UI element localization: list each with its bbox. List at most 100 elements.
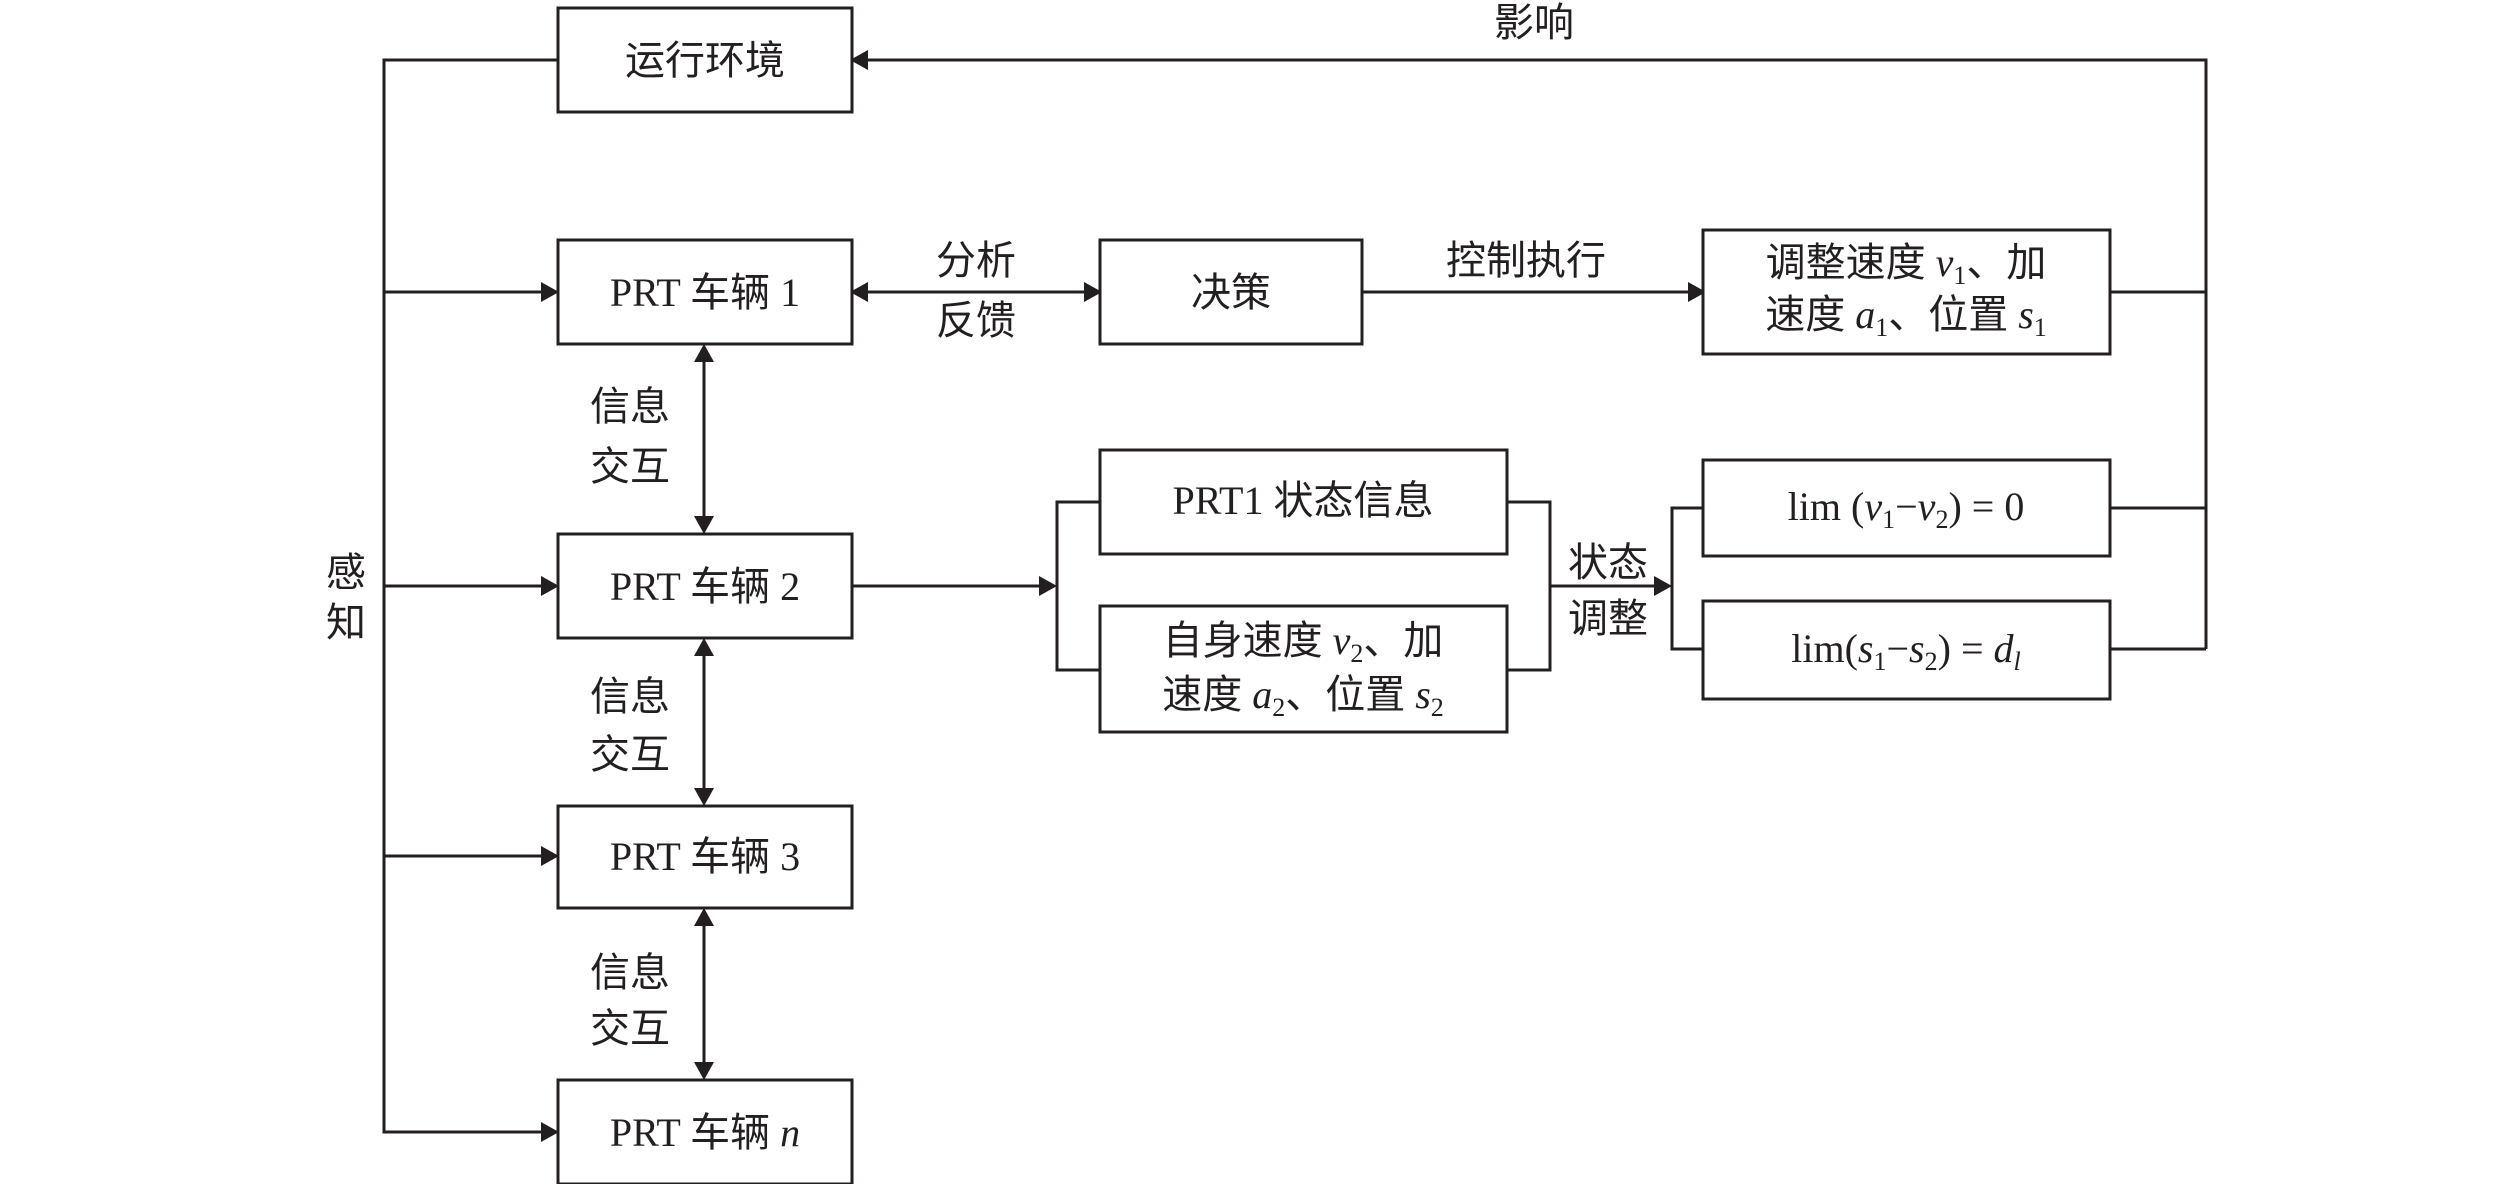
perception-bus bbox=[382, 58, 558, 1134]
edge-labels: 影响 感 知 分析 反馈 控制执行 信息 交互 信息 交互 信息 交互 状态 调… bbox=[326, 0, 1648, 1051]
environment-label: 运行环境 bbox=[625, 38, 785, 83]
self-state-line-1: 自身速度 v2、加 bbox=[1163, 618, 1444, 668]
lim-v-var2: v bbox=[1918, 484, 1936, 529]
lim-v-box bbox=[1701, 458, 2112, 558]
adjust-l1-var: v bbox=[1936, 240, 1954, 285]
lim-s-sub1: 1 bbox=[1873, 647, 1886, 676]
arrow-down-vehicle-2 bbox=[694, 516, 714, 534]
lim-s-var2: s bbox=[1909, 626, 1925, 671]
adjust-l1-suffix: 、加 bbox=[1966, 240, 2046, 285]
lim-s-sub2: 2 bbox=[1925, 647, 1938, 676]
vehicle-1-box bbox=[556, 238, 854, 346]
vehicle-n-label: PRT 车辆 n bbox=[610, 1110, 800, 1155]
state-adjust-label-bottom: 调整 bbox=[1568, 596, 1648, 641]
analysis-label-bottom: 反馈 bbox=[936, 298, 1016, 343]
arrow-down-vehicle-n bbox=[694, 1062, 714, 1080]
adjust-left-bracket bbox=[1670, 506, 1703, 651]
arrow-into-adjust-bracket bbox=[1654, 576, 1672, 596]
vehicle-n-box bbox=[556, 1078, 854, 1184]
lim-v-prefix: lim ( bbox=[1788, 484, 1865, 529]
adjust-box bbox=[1701, 228, 2112, 356]
arrow-up-vehicle-1 bbox=[694, 344, 714, 362]
adjust-l2-sub-a: 1 bbox=[1875, 313, 1888, 342]
state-left-bracket bbox=[1055, 500, 1100, 672]
info-exchange-1-bottom: 交互 bbox=[590, 444, 670, 489]
box-labels: 运行环境 PRT 车辆 1 PRT 车辆 2 PRT 车辆 3 PRT 车辆 n… bbox=[610, 38, 2047, 1155]
arrowheads bbox=[541, 50, 1706, 1142]
arrow-up-vehicle-3 bbox=[694, 908, 714, 926]
self-l1-sub: 2 bbox=[1350, 639, 1363, 668]
arrow-into-vehicle-2 bbox=[541, 576, 559, 596]
lim-s-eq: ) = bbox=[1938, 626, 1994, 671]
vehicle-n-prefix: PRT 车辆 bbox=[610, 1110, 780, 1155]
adjust-l1-sub: 1 bbox=[1953, 261, 1966, 290]
state-adjust-label-top: 状态 bbox=[1568, 540, 1648, 585]
analysis-label-top: 分析 bbox=[936, 238, 1016, 283]
self-l2-prefix: 速度 bbox=[1162, 672, 1252, 717]
lim-v-label: lim (v1−v2) = 0 bbox=[1788, 484, 2025, 534]
info-exchange-3-top: 信息 bbox=[590, 950, 670, 995]
lim-s-prefix: lim( bbox=[1791, 626, 1858, 671]
arrow-into-state-bracket bbox=[1039, 576, 1057, 596]
vehicle-2-label: PRT 车辆 2 bbox=[610, 564, 800, 609]
prt1-state-box bbox=[1098, 448, 1509, 556]
influence-bus bbox=[868, 58, 2208, 651]
lim-s-label: lim(s1−s2) = dl bbox=[1791, 626, 2021, 676]
decision-label: 决策 bbox=[1191, 270, 1271, 315]
self-state-box bbox=[1098, 604, 1509, 734]
adjust-l2-var-a: a bbox=[1855, 292, 1875, 337]
adjust-line-1: 调整速度 v1、加 bbox=[1766, 240, 2047, 290]
adjust-l2-mid: 、位置 bbox=[1888, 292, 2018, 337]
influence-label: 影响 bbox=[1494, 0, 1574, 45]
self-l2-mid: 、位置 bbox=[1285, 672, 1415, 717]
arrow-down-vehicle-3 bbox=[694, 788, 714, 806]
arrow-into-vehicle-3 bbox=[541, 846, 559, 866]
info-exchange-1-top: 信息 bbox=[590, 384, 670, 429]
self-l1-prefix: 自身速度 bbox=[1163, 618, 1333, 663]
vehicle-n-var: n bbox=[780, 1110, 800, 1155]
lim-v-sub1: 1 bbox=[1882, 505, 1895, 534]
prt1-state-label: PRT1 状态信息 bbox=[1173, 478, 1434, 523]
vehicle-3-label: PRT 车辆 3 bbox=[610, 834, 800, 879]
boxes bbox=[556, 6, 2112, 1184]
adjust-line-2: 速度 a1、位置 s1 bbox=[1765, 292, 2047, 342]
arrow-into-adjust bbox=[1688, 282, 1706, 302]
self-l1-var: v bbox=[1333, 618, 1351, 663]
adjust-l2-prefix: 速度 bbox=[1765, 292, 1855, 337]
info-exchange-2-bottom: 交互 bbox=[590, 732, 670, 777]
lim-v-minus: − bbox=[1895, 484, 1918, 529]
arrow-up-vehicle-2 bbox=[694, 638, 714, 656]
lim-v-var1: v bbox=[1864, 484, 1882, 529]
arrow-into-vehicle-1 bbox=[541, 282, 559, 302]
info-exchange-2-top: 信息 bbox=[590, 674, 670, 719]
self-state-line-2: 速度 a2、位置 s2 bbox=[1162, 672, 1444, 722]
adjust-l2-var-s: s bbox=[2018, 292, 2034, 337]
self-l2-sub-a: 2 bbox=[1272, 693, 1285, 722]
self-l1-suffix: 、加 bbox=[1363, 618, 1443, 663]
adjust-l2-sub-s: 1 bbox=[2034, 313, 2047, 342]
lim-s-sub3: l bbox=[2014, 647, 2021, 676]
decision-box bbox=[1098, 238, 1364, 346]
control-label: 控制执行 bbox=[1446, 238, 1606, 283]
lim-s-minus: − bbox=[1886, 626, 1909, 671]
self-l2-var-a: a bbox=[1252, 672, 1272, 717]
arrow-back-to-vehicle-1 bbox=[850, 282, 868, 302]
lim-v-sub2: 2 bbox=[1935, 505, 1948, 534]
lim-s-box bbox=[1701, 599, 2112, 701]
self-l2-sub-s: 2 bbox=[1431, 693, 1444, 722]
self-l2-var-s: s bbox=[1415, 672, 1431, 717]
vehicle-1-label: PRT 车辆 1 bbox=[610, 270, 800, 315]
adjust-l1-prefix: 调整速度 bbox=[1766, 240, 1936, 285]
lim-s-var3: d bbox=[1994, 626, 2015, 671]
lim-v-suffix: ) = 0 bbox=[1948, 484, 2024, 529]
lim-s-var1: s bbox=[1858, 626, 1874, 671]
environment-box bbox=[556, 6, 854, 114]
perceive-label-bottom: 知 bbox=[326, 600, 366, 645]
arrow-into-decision bbox=[1084, 282, 1102, 302]
vehicle-3-box bbox=[556, 804, 854, 910]
info-exchange-3-bottom: 交互 bbox=[590, 1006, 670, 1051]
connectors bbox=[382, 58, 2208, 1134]
arrow-into-vehicle-n bbox=[541, 1122, 559, 1142]
state-right-bracket bbox=[1507, 500, 1660, 672]
